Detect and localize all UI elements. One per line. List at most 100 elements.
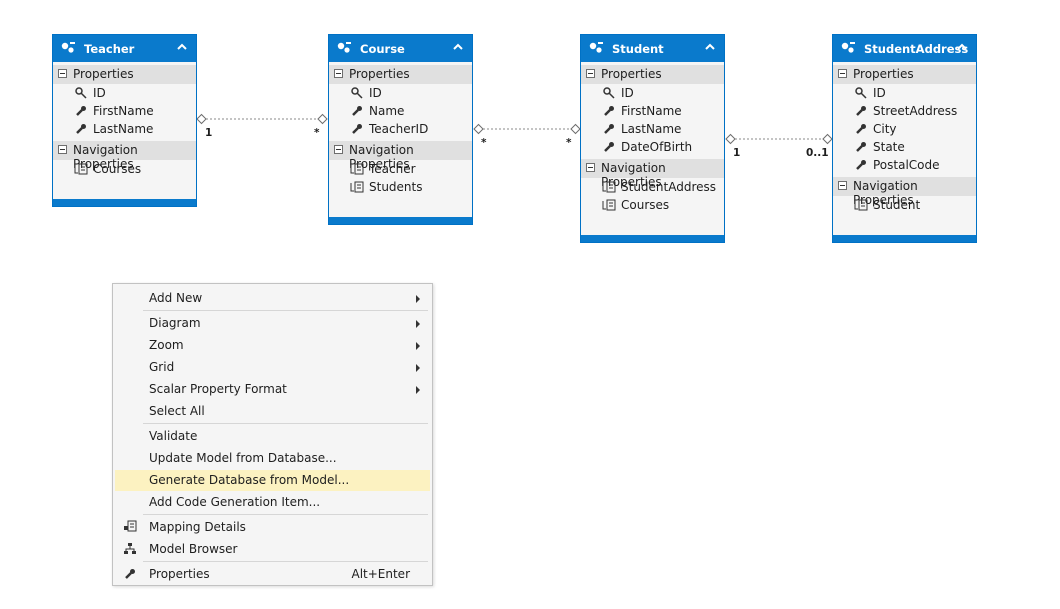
entity-header[interactable]: Teacher (53, 35, 196, 62)
collapse-section-icon[interactable] (586, 69, 595, 78)
multiplicity-course-teacher: * (314, 127, 320, 139)
multiplicity-teacher: 1 (205, 127, 213, 139)
wrench-icon (856, 160, 866, 170)
entity-header[interactable]: Student (581, 35, 724, 62)
entity-header[interactable]: StudentAddress (833, 35, 976, 62)
entity-studentaddress[interactable]: StudentAddress Properties ID StreetAddre… (832, 34, 977, 243)
collapse-section-icon[interactable] (58, 145, 67, 154)
navigation-section-header[interactable]: Navigation Properties (53, 141, 196, 171)
navigation-property-icon (74, 163, 88, 175)
navigation-row[interactable]: Courses (53, 160, 196, 178)
menu-separator (143, 423, 428, 424)
wrench-icon (856, 124, 866, 134)
submenu-arrow-icon (416, 386, 420, 394)
collapse-section-icon[interactable] (334, 69, 343, 78)
collapse-section-icon[interactable] (838, 181, 847, 190)
property-row[interactable]: StreetAddress (833, 102, 976, 120)
property-row[interactable]: ID (581, 84, 724, 102)
property-row[interactable]: LastName (581, 120, 724, 138)
entity-type-icon (337, 42, 351, 53)
collapse-section-icon[interactable] (838, 69, 847, 78)
property-row[interactable]: LastName (53, 120, 196, 138)
entity-teacher[interactable]: Teacher Properties ID FirstName LastName… (52, 34, 197, 207)
property-row[interactable]: ID (53, 84, 196, 102)
entity-type-icon (841, 42, 855, 53)
menu-item-properties[interactable]: Properties Alt+Enter (115, 564, 430, 585)
property-row[interactable]: DateOfBirth (581, 138, 724, 156)
menu-item-scalar-property-format[interactable]: Scalar Property Format (115, 379, 430, 400)
model-browser-icon (124, 543, 136, 554)
mapping-details-icon (124, 520, 137, 532)
wrench-icon (76, 124, 86, 134)
entity-student[interactable]: Student Properties ID FirstName LastName… (580, 34, 725, 243)
submenu-arrow-icon (416, 342, 420, 350)
menu-item-diagram[interactable]: Diagram (115, 313, 430, 334)
navigation-section-header[interactable]: Navigation Properties (833, 177, 976, 207)
navigation-row[interactable]: Courses (581, 196, 724, 214)
navigation-property-icon (350, 163, 364, 175)
property-row[interactable]: City (833, 120, 976, 138)
menu-item-select-all[interactable]: Select All (149, 404, 205, 418)
collapse-icon[interactable] (452, 41, 464, 53)
menu-item-validate[interactable]: Validate (149, 429, 198, 443)
entity-title: Course (360, 42, 405, 56)
property-row[interactable]: PostalCode (833, 156, 976, 174)
collapse-section-icon[interactable] (58, 69, 67, 78)
menu-item-zoom[interactable]: Zoom (115, 335, 430, 356)
collapse-section-icon[interactable] (334, 145, 343, 154)
navigation-row[interactable]: Student (833, 196, 976, 214)
multiplicity-student-address: 1 (733, 147, 741, 159)
entity-course[interactable]: Course Properties ID Name TeacherID Navi… (328, 34, 473, 225)
menu-item-add-new[interactable]: Add New (115, 288, 430, 309)
properties-section-header[interactable]: Properties (329, 65, 472, 84)
entity-title: Student (612, 42, 664, 56)
multiplicity-course-student: * (481, 137, 487, 149)
menu-item-update-model[interactable]: Update Model from Database... (149, 451, 337, 465)
navigation-section-header[interactable]: Navigation Properties (329, 141, 472, 171)
collapse-icon[interactable] (704, 41, 716, 53)
wrench-icon (352, 124, 362, 134)
menu-item-mapping-details[interactable]: Mapping Details (115, 517, 430, 538)
menu-item-generate-database[interactable]: Generate Database from Model... (115, 470, 430, 491)
diamond-teacher (196, 113, 207, 125)
property-row[interactable]: FirstName (581, 102, 724, 120)
navigation-property-icon (350, 181, 364, 193)
wrench-icon (856, 106, 866, 116)
wrench-icon (76, 106, 86, 116)
property-row[interactable]: FirstName (53, 102, 196, 120)
properties-section-header[interactable]: Properties (581, 65, 724, 84)
diamond-student-right (725, 133, 736, 145)
navigation-property-icon (602, 199, 616, 211)
navigation-row[interactable]: Students (329, 178, 472, 196)
menu-item-grid[interactable]: Grid (115, 357, 430, 378)
property-row[interactable]: State (833, 138, 976, 156)
navigation-row[interactable]: StudentAddress (581, 178, 724, 196)
collapse-icon[interactable] (176, 41, 188, 53)
properties-section-header[interactable]: Properties (833, 65, 976, 84)
property-row[interactable]: Name (329, 102, 472, 120)
key-icon (351, 87, 363, 99)
collapse-icon[interactable] (956, 41, 968, 53)
menu-separator (143, 514, 428, 515)
entity-header[interactable]: Course (329, 35, 472, 62)
menu-item-model-browser[interactable]: Model Browser (115, 539, 430, 560)
context-menu: Add New Diagram Zoom Grid Scalar Propert… (112, 283, 433, 586)
wrench-icon (604, 142, 614, 152)
navigation-row[interactable]: Teacher (329, 160, 472, 178)
property-row[interactable]: ID (329, 84, 472, 102)
key-icon (603, 87, 615, 99)
multiplicity-address-student: 0..1 (806, 147, 829, 159)
navigation-property-icon (602, 181, 616, 193)
key-icon (855, 87, 867, 99)
entity-type-icon (61, 42, 75, 53)
menu-item-add-code-generation[interactable]: Add Code Generation Item... (149, 495, 321, 509)
property-row[interactable]: TeacherID (329, 120, 472, 138)
wrench-icon (125, 569, 135, 579)
properties-section-header[interactable]: Properties (53, 65, 196, 84)
menu-separator (143, 561, 428, 562)
navigation-section-header[interactable]: Navigation Properties (581, 159, 724, 189)
entity-title: Teacher (84, 42, 135, 56)
collapse-section-icon[interactable] (586, 163, 595, 172)
diamond-student-left (570, 123, 581, 135)
property-row[interactable]: ID (833, 84, 976, 102)
